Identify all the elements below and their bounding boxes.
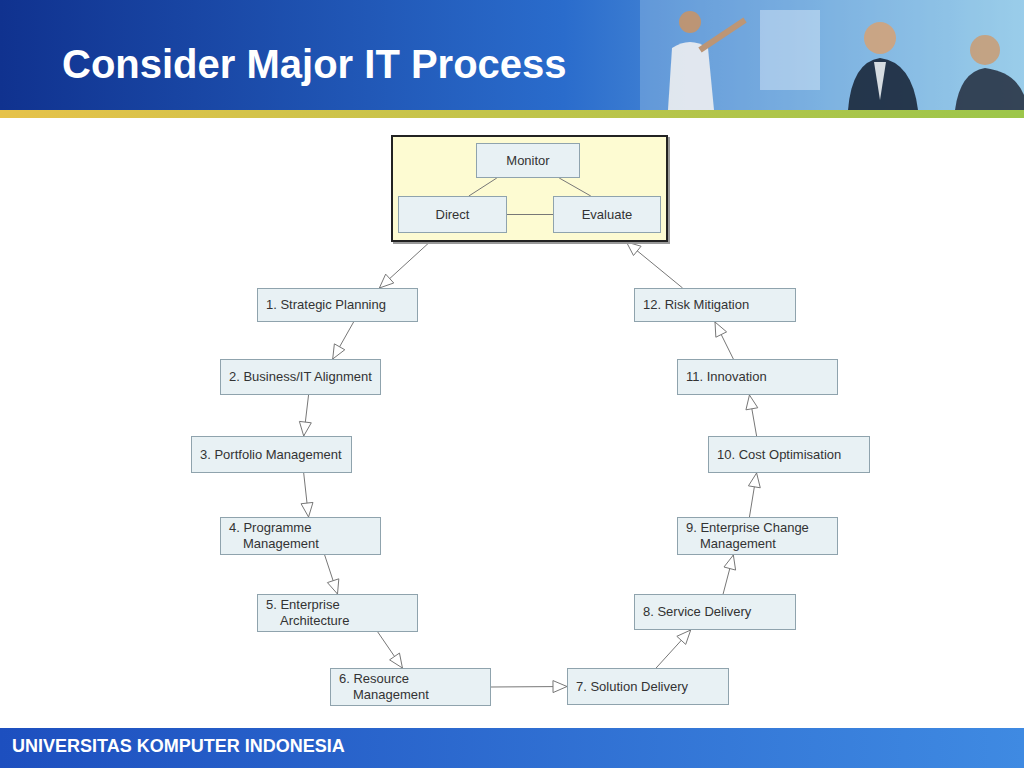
flow-connector — [656, 630, 691, 668]
arrow-head — [748, 473, 760, 488]
process-box: 5. Enterprise Architecture — [257, 594, 418, 632]
flow-connector — [507, 214, 553, 215]
flow-connector — [378, 632, 403, 668]
governance-step: Direct — [398, 196, 507, 233]
process-box: 10. Cost Optimisation — [708, 436, 870, 473]
process-box: 6. Resource Management — [330, 668, 491, 706]
arrow-head — [299, 421, 311, 436]
node-text: Direct — [436, 207, 470, 223]
node-text: 1. Strategic Planning — [280, 297, 411, 313]
flow-connector — [626, 242, 682, 288]
node-text: 11. Innovation — [700, 369, 831, 385]
node-text: 5. Enterprise Architecture — [280, 597, 411, 629]
node-text: Evaluate — [582, 207, 633, 223]
flow-connector — [559, 178, 591, 196]
process-box: 11. Innovation — [677, 359, 838, 395]
node-text: 4. Programme Management — [243, 520, 374, 552]
flow-connector — [333, 322, 354, 359]
governance-box: MonitorDirect Evaluate — [391, 135, 668, 242]
arrow-head — [327, 579, 338, 594]
flow-connector — [748, 473, 760, 517]
flow-connector — [299, 395, 311, 436]
arrow-head — [746, 395, 758, 410]
node-text: 8. Service Delivery — [657, 604, 789, 620]
flow-connector — [325, 555, 339, 594]
header-rule — [0, 110, 1024, 118]
process-box: 9. Enterprise Change Management — [677, 517, 838, 555]
process-box: 1. Strategic Planning — [257, 288, 418, 322]
flow-connector — [723, 555, 735, 594]
flow-connector — [715, 322, 733, 359]
flow-connector — [379, 242, 429, 288]
header-band — [0, 0, 1024, 110]
governance-step: Monitor — [476, 143, 580, 178]
node-text: 6. Resource Management — [353, 671, 484, 703]
arrow-head — [677, 630, 691, 644]
node-text: Monitor — [506, 153, 549, 169]
arrow-head — [626, 242, 641, 256]
arrow-head — [390, 653, 403, 668]
flow-connector — [491, 681, 567, 693]
process-box: 3. Portfolio Management — [191, 436, 352, 473]
arrow-head — [379, 274, 393, 288]
header-photo — [640, 0, 1024, 110]
process-box: 4. Programme Management — [220, 517, 381, 555]
arrow-head — [333, 344, 345, 359]
process-box: 2. Business/IT Alignment — [220, 359, 381, 395]
process-box: 8. Service Delivery — [634, 594, 796, 630]
arrow-head — [301, 502, 313, 517]
arrow-head — [553, 681, 567, 693]
node-text: 7. Solution Delivery — [590, 679, 722, 695]
footer-band — [0, 728, 1024, 768]
process-box: 7. Solution Delivery — [567, 668, 729, 705]
flow-connector — [746, 395, 758, 436]
node-text: 12. Risk Mitigation — [657, 297, 789, 313]
footer-label: UNIVERSITAS KOMPUTER INDONESIA — [12, 736, 345, 757]
governance-step: Evaluate — [553, 196, 661, 233]
arrow-head — [715, 322, 727, 337]
slide-title: Consider Major IT Process — [62, 42, 567, 87]
node-text: 10. Cost Optimisation — [731, 447, 863, 463]
arrow-head — [724, 555, 736, 570]
flow-connector — [469, 178, 497, 196]
node-text: 3. Portfolio Management — [214, 447, 345, 463]
process-box: 12. Risk Mitigation — [634, 288, 796, 322]
node-text: 9. Enterprise Change Management — [700, 520, 831, 552]
flow-connector — [301, 473, 313, 517]
node-text: 2. Business/IT Alignment — [243, 369, 374, 385]
